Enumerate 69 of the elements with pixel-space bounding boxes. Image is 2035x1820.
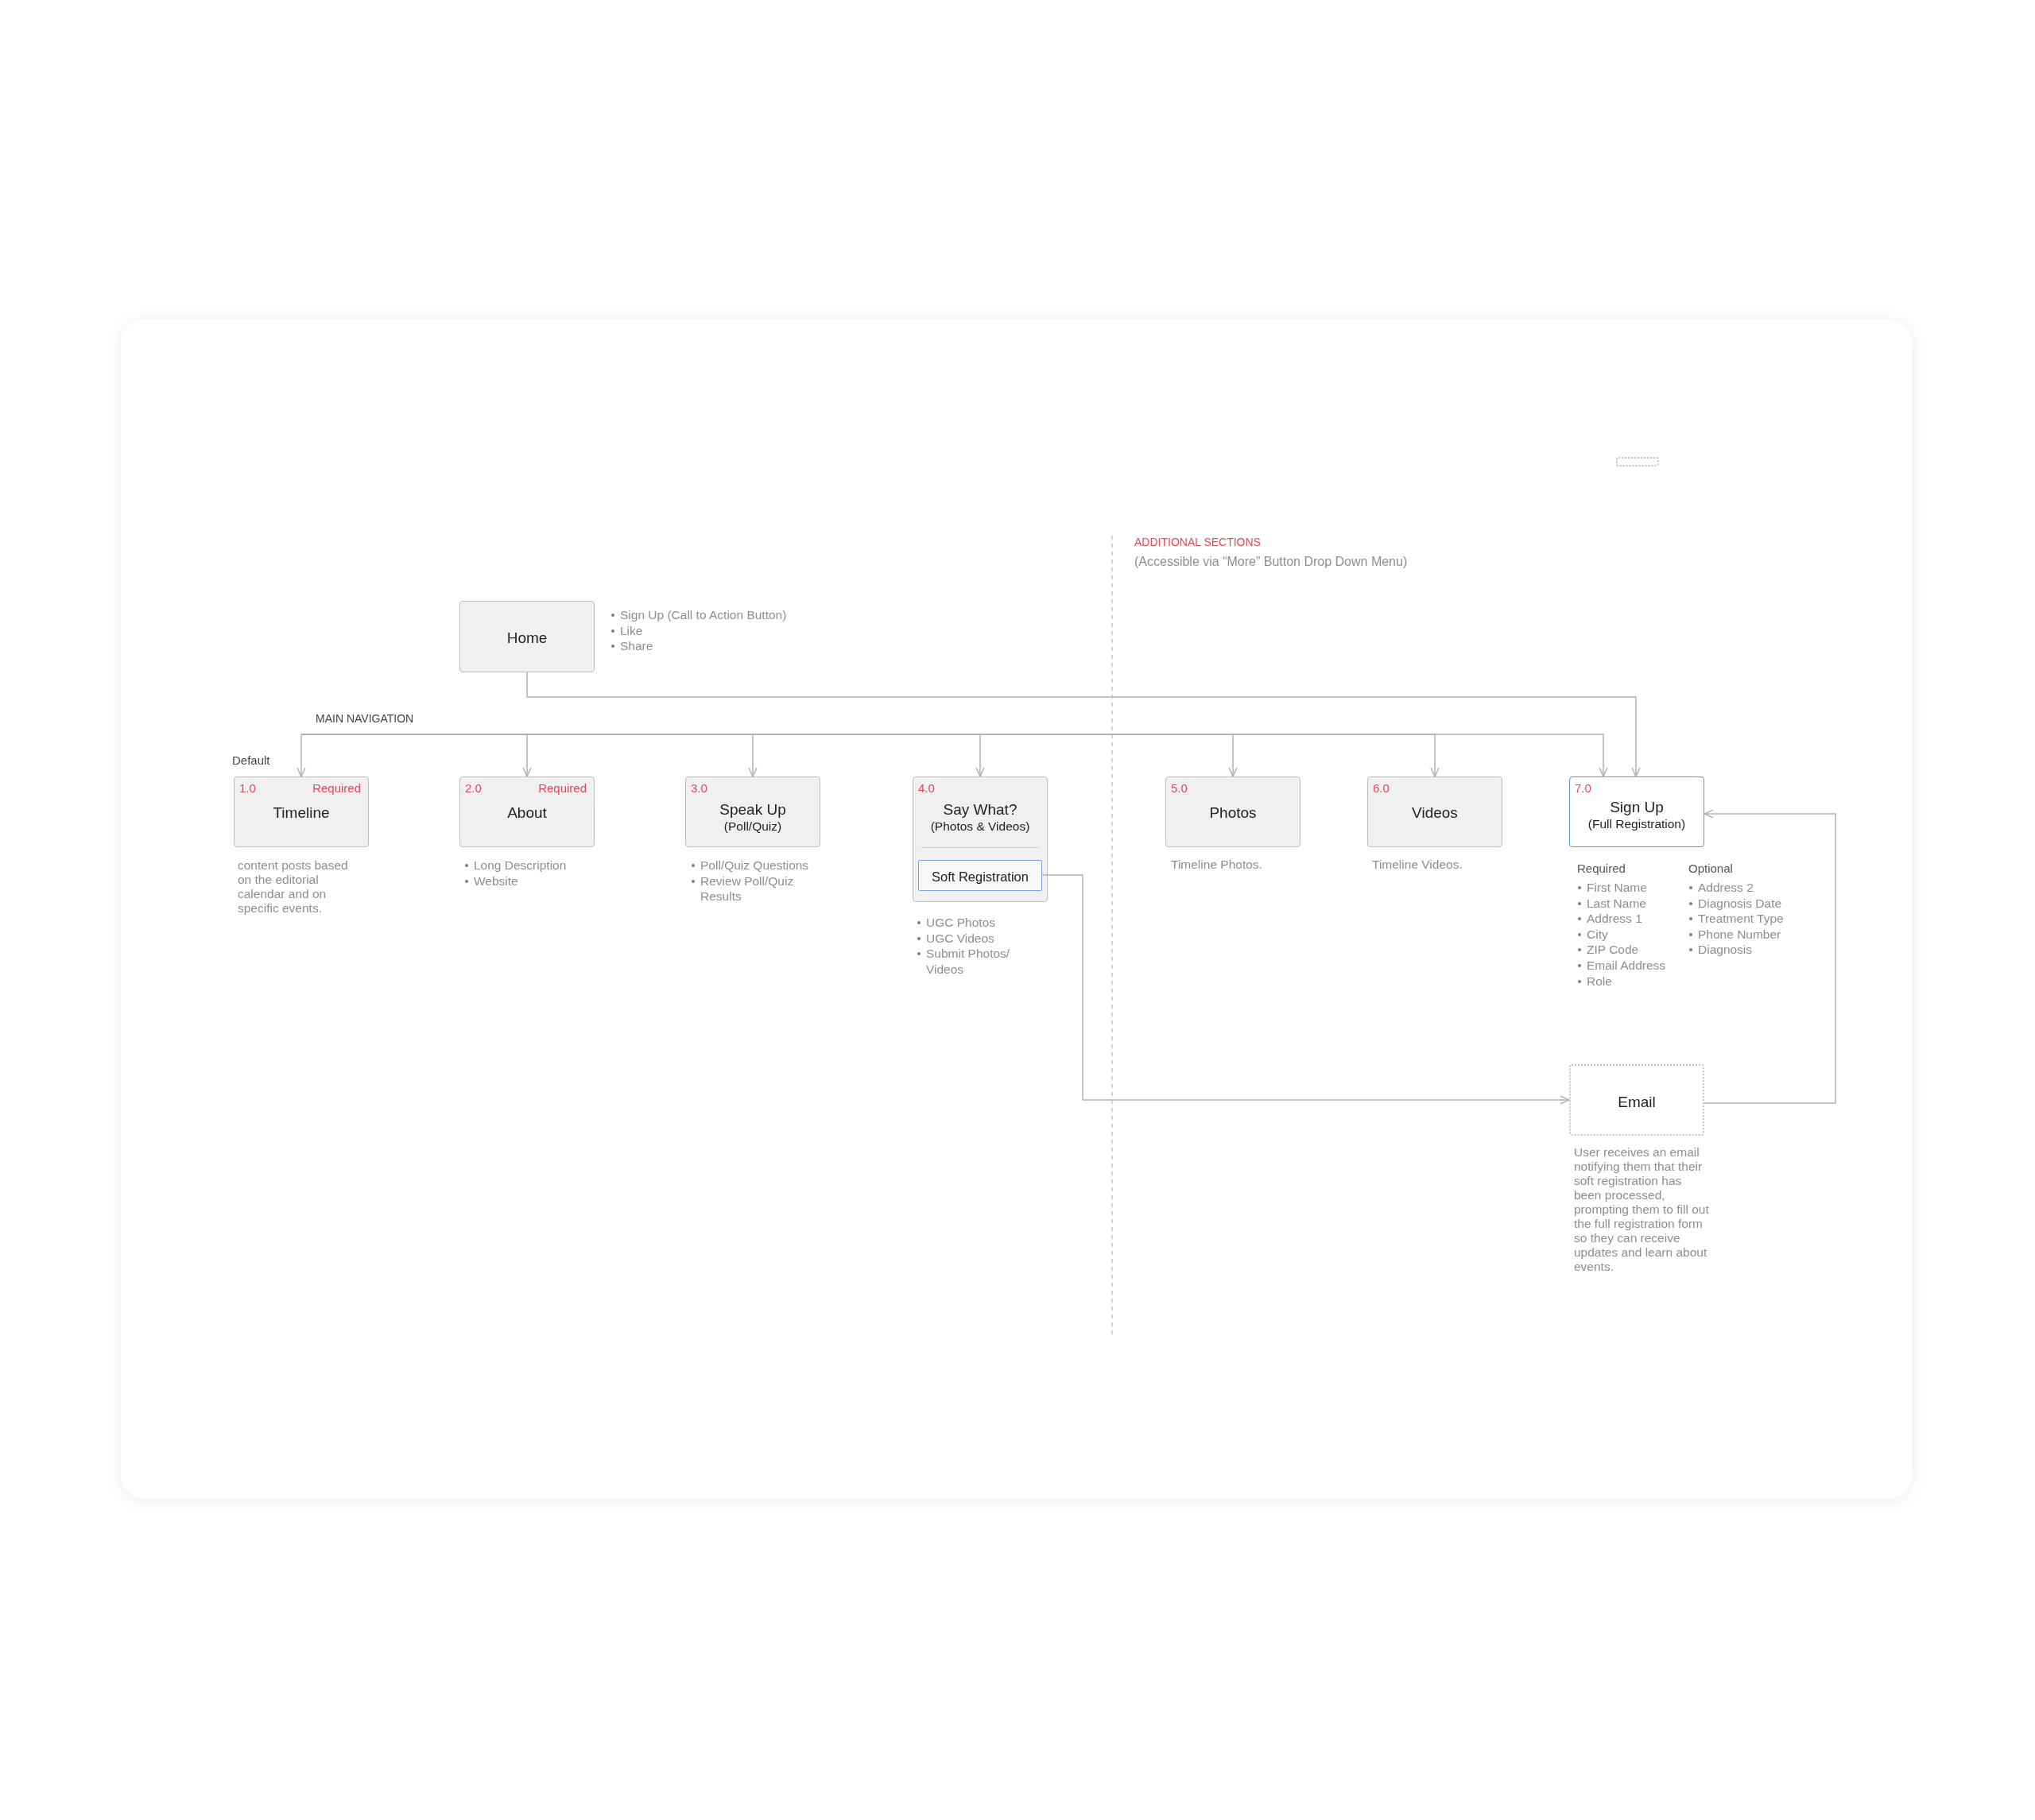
node-title: Email — [1618, 1092, 1656, 1111]
node-title: Soft Registration — [932, 868, 1029, 885]
description-text: Timeline Videos. — [1372, 858, 1463, 872]
section-number: 5.0 — [1171, 781, 1188, 796]
connector-arrow — [297, 734, 306, 777]
page-box — [459, 601, 595, 672]
bullet-item: Sign Up (Call to Action Button) — [610, 607, 873, 623]
dotted-box — [1569, 1064, 1704, 1136]
bullet-item: First Name — [1577, 880, 1684, 896]
connector-arrow — [1041, 874, 1570, 1105]
bullet-item: Treatment Type — [1688, 911, 1816, 927]
section-number: 7.0 — [1575, 781, 1591, 796]
node-subtitle: (Photos & Videos) — [930, 818, 1030, 834]
bullet-item: Website — [464, 873, 615, 889]
bullet-item: Long Description — [464, 858, 615, 873]
bullet-item: Address 1 — [1577, 911, 1684, 927]
node-title: Speak Up — [719, 800, 786, 819]
bullet-item: City — [1577, 926, 1684, 943]
node-title: Home — [506, 628, 548, 647]
column-heading: Required — [1577, 861, 1626, 876]
node-title: About — [507, 804, 547, 822]
bullet-item: Address 2 — [1688, 880, 1816, 896]
nav-heading: MAIN NAVIGATION — [316, 712, 414, 726]
description-text: Timeline Photos. — [1171, 858, 1263, 872]
node-title: Say What? — [943, 800, 1018, 819]
page-box — [1569, 776, 1704, 847]
section-note: (Accessible via “More” Button Drop Down Menu) — [1134, 554, 1408, 569]
section-number: 2.0 — [465, 781, 482, 796]
page-box — [685, 776, 820, 847]
node-title: Videos — [1412, 804, 1458, 822]
section-number: 1.0 — [239, 781, 256, 796]
dotted-box — [1616, 457, 1659, 467]
bullet-item: ZIP Code — [1577, 942, 1684, 958]
section-heading: ADDITIONAL SECTIONS — [1134, 536, 1261, 549]
required-label: Required — [312, 781, 361, 796]
bullet-item: Diagnosis Date — [1688, 895, 1816, 912]
node-title: Timeline — [273, 804, 330, 822]
connector-arrow — [526, 672, 1641, 777]
bullet-item: UGC Videos — [917, 930, 1036, 947]
description-text: User receives an email notifying them that their soft registration has been processed, prompting them to fill out the full registration form so they can receive updates and learn about events. — [1574, 1145, 1709, 1274]
bullet-item: Role — [1577, 973, 1684, 989]
node-subtitle: (Poll/Quiz) — [723, 818, 782, 834]
section-number: 3.0 — [691, 781, 707, 796]
page-box — [1367, 776, 1502, 847]
page-box — [234, 776, 369, 847]
column-heading: Optional — [1688, 861, 1734, 876]
page-box — [1165, 776, 1300, 847]
default-label: Default — [232, 753, 270, 768]
page-box — [913, 776, 1048, 902]
bullet-item: Submit Photos/ Videos — [917, 946, 1036, 978]
bullet-item: Email Address — [1577, 957, 1684, 974]
connector-arrow — [1704, 809, 1836, 1104]
bullet-item: Share — [610, 638, 873, 654]
bullet-item: UGC Photos — [917, 915, 1036, 931]
bullet-item: Phone Number — [1688, 926, 1816, 943]
node-subtitle: (Full Registration) — [1587, 816, 1686, 831]
bullet-item: Like — [610, 622, 873, 639]
inner-box — [918, 860, 1042, 891]
bullet-item: Last Name — [1577, 895, 1684, 912]
description-text: content posts based on the editorial calendar and on specific events. — [238, 858, 349, 916]
section-number: 4.0 — [918, 781, 935, 796]
bullet-item: Review Poll/Quiz Results — [691, 873, 834, 904]
required-label: Required — [538, 781, 587, 796]
node-title: Photos — [1209, 804, 1257, 822]
node-title: Sign Up — [1610, 798, 1664, 816]
section-number: 6.0 — [1373, 781, 1390, 796]
bullet-item: Poll/Quiz Questions — [691, 858, 834, 873]
page-box — [459, 776, 595, 847]
bullet-item: Diagnosis — [1688, 942, 1816, 958]
